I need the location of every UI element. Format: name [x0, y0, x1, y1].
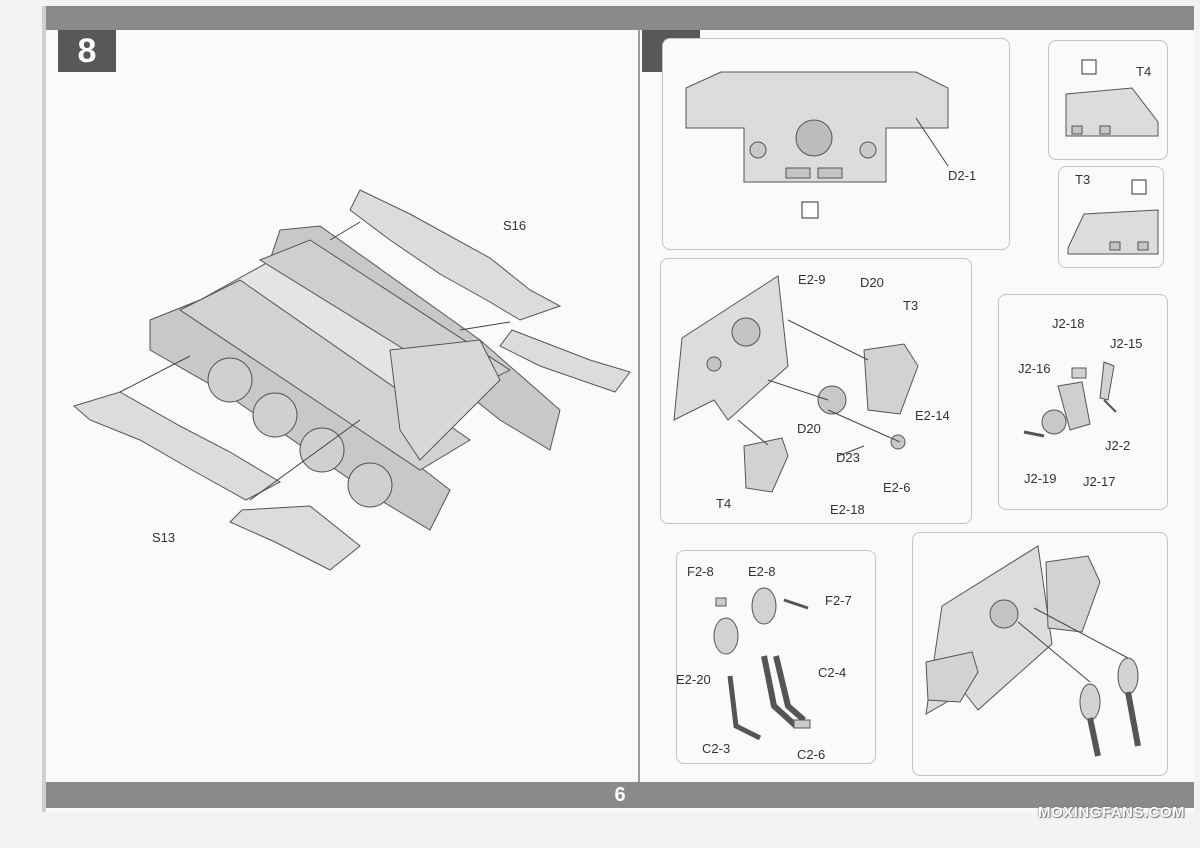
- rear-plate-drawing: [685, 71, 949, 219]
- leader-line: [249, 419, 361, 501]
- label-e2-14: E2-14: [915, 408, 950, 423]
- watermark-text: MOXINGFANS.COM: [1038, 804, 1186, 821]
- part-c2-6: [793, 719, 811, 729]
- label-d20: D20: [797, 421, 821, 436]
- part-j2-18: [1071, 367, 1087, 379]
- label-c2-3: C2-3: [702, 741, 731, 756]
- label-t4-box: T4: [1136, 64, 1152, 79]
- stowage-box-t4: [1065, 87, 1159, 137]
- label-s13: S13: [152, 530, 176, 545]
- stowage-box-t4: [743, 437, 789, 493]
- label-j2-2: J2-2: [1105, 438, 1131, 453]
- road-wheel: [347, 462, 393, 508]
- part-j2-17: [1041, 409, 1067, 435]
- cap: [890, 434, 906, 450]
- hull-side-left: [179, 279, 471, 471]
- part-j2-2: [1103, 399, 1117, 413]
- road-wheel: [252, 392, 298, 438]
- stowage-box: [925, 651, 979, 703]
- page-number: 6: [614, 783, 626, 806]
- bottom-bar: 6: [46, 782, 1194, 808]
- page-divider: [638, 30, 640, 782]
- label-j2-18: J2-18: [1052, 316, 1085, 331]
- stowage-box-t3: [863, 343, 919, 415]
- part-c2-3: [727, 675, 762, 741]
- fender-s16-rear: [349, 189, 562, 321]
- top-bar: [46, 6, 1194, 30]
- part-e2-8: [751, 587, 777, 625]
- exhaust-parts-drawing: [713, 587, 811, 741]
- label-j2-17: J2-17: [1083, 474, 1116, 489]
- label-j2-16: J2-16: [1018, 361, 1051, 376]
- stowage-box-t3: [1067, 209, 1159, 255]
- label-t3-box: T3: [1075, 172, 1091, 187]
- hatch-hole: [795, 119, 833, 157]
- label-f2-8: F2-8: [687, 564, 714, 579]
- bracket: [817, 167, 843, 179]
- label-e2-20: E2-20: [676, 672, 711, 687]
- page-gutter: [42, 6, 46, 812]
- cement-icon: [1081, 59, 1097, 75]
- leader-line: [459, 321, 511, 331]
- label-t3: T3: [903, 298, 919, 313]
- leader-line: [329, 221, 361, 241]
- label-d23: D23: [836, 450, 860, 465]
- part-f2-8: [715, 597, 727, 607]
- j2-parts-drawing: [1023, 361, 1117, 438]
- sprocket-cover: [817, 385, 847, 415]
- stowage-box: [1045, 555, 1101, 633]
- label-t4: T4: [716, 496, 732, 511]
- label-d20-top: D20: [860, 275, 884, 290]
- label-j2-15: J2-15: [1110, 336, 1143, 351]
- label-d2-1: D2-1: [948, 168, 977, 183]
- step-8-badge: 8: [58, 30, 116, 72]
- hull-front-plate: [389, 339, 501, 461]
- label-e2-9: E2-9: [798, 272, 826, 287]
- label-f2-7: F2-7: [825, 593, 852, 608]
- final-assembly-drawing: [925, 545, 1141, 757]
- part-f2-7: [783, 598, 809, 610]
- part-e2-20: [713, 617, 739, 655]
- road-wheel: [207, 357, 253, 403]
- label-e2-6: E2-6: [883, 480, 911, 495]
- bolt-hole: [749, 141, 767, 159]
- part-j2-16: [1057, 381, 1091, 431]
- cement-icon: [1131, 179, 1147, 195]
- label-c2-4: C2-4: [818, 665, 847, 680]
- part-c2-4: [761, 655, 799, 729]
- stowage-box-t4-drawing: [1065, 59, 1159, 137]
- part-j2-19: [1023, 430, 1045, 438]
- label-e2-18: E2-18: [830, 502, 865, 517]
- leader-line: [119, 355, 191, 393]
- bracket: [785, 167, 811, 179]
- label-s16: S16: [503, 218, 527, 233]
- fender-s16-front: [499, 329, 631, 393]
- step-8-illustration: [72, 189, 631, 571]
- cement-icon: [801, 201, 819, 219]
- part-j2-15: [1099, 361, 1115, 401]
- rear-assembly-drawing: [673, 275, 919, 493]
- label-e2-8: E2-8: [748, 564, 776, 579]
- rear-plate: [673, 275, 789, 421]
- road-wheel: [299, 427, 345, 473]
- exhaust-muffler: [1117, 657, 1139, 695]
- exhaust-muffler: [1079, 683, 1101, 721]
- stowage-box-t3-drawing: [1067, 179, 1159, 255]
- fender-s13-front: [229, 505, 361, 571]
- label-c2-6: C2-6: [797, 747, 826, 762]
- label-j2-19: J2-19: [1024, 471, 1057, 486]
- bolt-hole: [859, 141, 877, 159]
